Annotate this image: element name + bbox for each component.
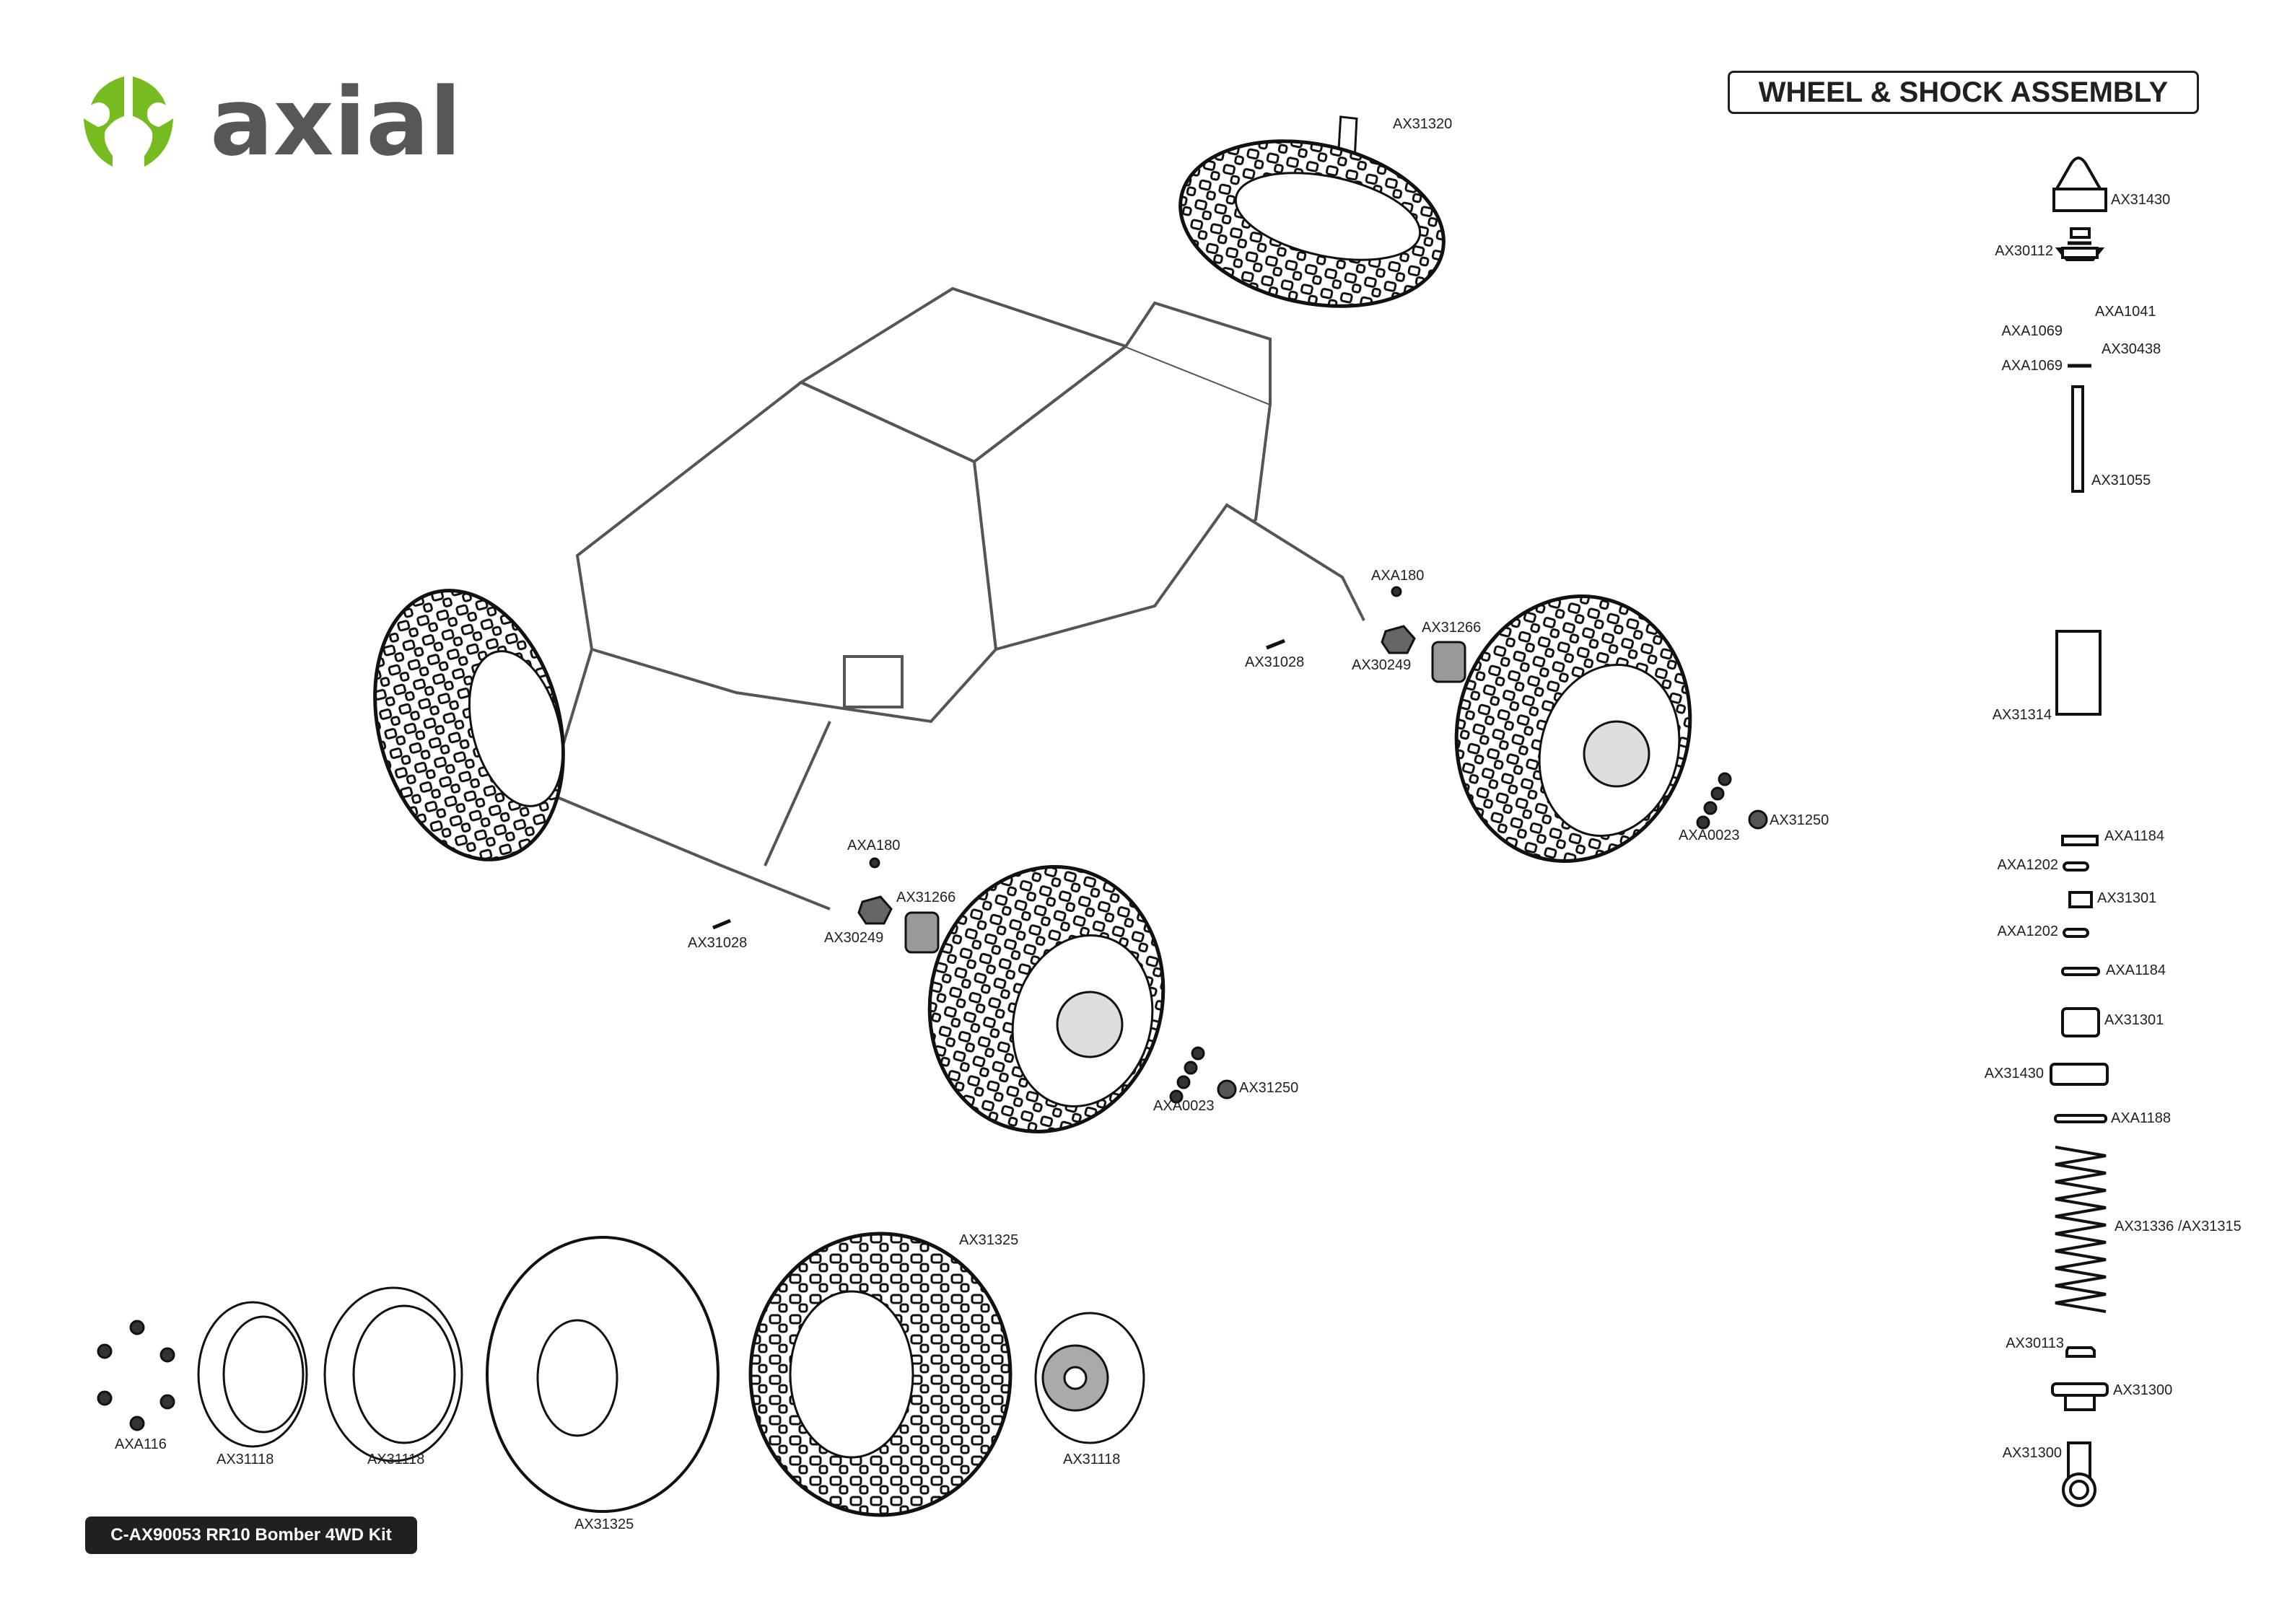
part-label-lf-nut: AX30249	[824, 930, 884, 946]
shock-label: AX31301	[2104, 1012, 2164, 1028]
part-label-tire: AX31325	[959, 1232, 1019, 1248]
shock-label: AX31430	[2111, 192, 2171, 208]
shock-label: AX31300	[2002, 1445, 2062, 1461]
part-label-rf-hex: AX31266	[1422, 620, 1482, 636]
shock-column	[2050, 157, 2109, 1507]
part-label-rf-nut: AX30249	[1352, 657, 1412, 673]
part-label-rf-locknut: AX31250	[1770, 812, 1829, 828]
part-label-top-tire: AX31320	[1393, 116, 1453, 132]
shock-label: AXA1069	[2001, 323, 2063, 339]
top-tire	[1178, 115, 1446, 308]
part-label-rf-axle-pin: AX31028	[1245, 654, 1305, 670]
wheel-tire	[748, 1232, 1013, 1517]
shock-label: AXA1202	[1997, 857, 2058, 873]
shock-label: AXA1069	[2001, 358, 2063, 374]
shock-label: AXA1184	[2104, 828, 2165, 844]
hub-face	[1034, 1312, 1145, 1444]
kit-label: C-AX90053 RR10 Bomber 4WD Kit	[85, 1517, 417, 1554]
shock-label: AX30438	[2102, 341, 2161, 357]
wheel-screws	[97, 1320, 175, 1431]
right-front-tire	[1454, 594, 1692, 863]
shock-label: AXA1184	[2106, 962, 2166, 978]
part-label-hub-face: AX31118	[1063, 1452, 1121, 1467]
shock-label: AXA1202	[1997, 923, 2058, 939]
hardware	[712, 586, 1768, 1104]
wheel-hub	[323, 1286, 463, 1462]
section-title: WHEEL & SHOCK ASSEMBLY	[1728, 71, 2199, 114]
part-label-wheel-hub: AX31118	[367, 1452, 425, 1467]
shock-label: AXA1041	[2095, 304, 2156, 320]
part-label-wheel-screws: AXA116	[115, 1436, 167, 1452]
shock-label: AX31314	[1992, 707, 2052, 723]
vehicle-chassis	[546, 286, 1365, 910]
part-label-lf-pin: AXA180	[847, 838, 901, 853]
shock-label: AX31055	[2091, 473, 2151, 488]
shock-label: AX31430	[1984, 1066, 2044, 1081]
part-label-foam: AX31325	[574, 1517, 634, 1532]
axial-logo: axial	[84, 69, 461, 170]
shock-label: AX31301	[2097, 890, 2157, 906]
axial-wordmark: axial	[210, 69, 461, 170]
beadlock-ring	[197, 1301, 308, 1448]
part-label-rf-screws: AXA0023	[1679, 828, 1740, 843]
part-label-lf-hex: AX31266	[896, 890, 956, 905]
shock-label: AX30113	[2006, 1335, 2064, 1351]
part-label-rf-pin: AXA180	[1371, 568, 1425, 584]
foam-insert	[486, 1236, 720, 1513]
shock-label: AX30112	[1995, 243, 2053, 259]
left-front-tire	[927, 865, 1166, 1133]
rear-left-tire	[373, 589, 565, 861]
axial-emblem-icon	[84, 76, 173, 167]
shock-label: AX31336 /AX31315	[2115, 1219, 2242, 1234]
shock-label: AXA1188	[2111, 1110, 2172, 1126]
part-label-lf-screws: AXA0023	[1153, 1098, 1215, 1114]
part-label-lf-locknut: AX31250	[1239, 1080, 1299, 1096]
shock-label: AX31300	[2113, 1382, 2173, 1398]
part-label-lf-axle-pin: AX31028	[688, 935, 748, 951]
part-label-beadlock: AX31118	[217, 1452, 274, 1467]
